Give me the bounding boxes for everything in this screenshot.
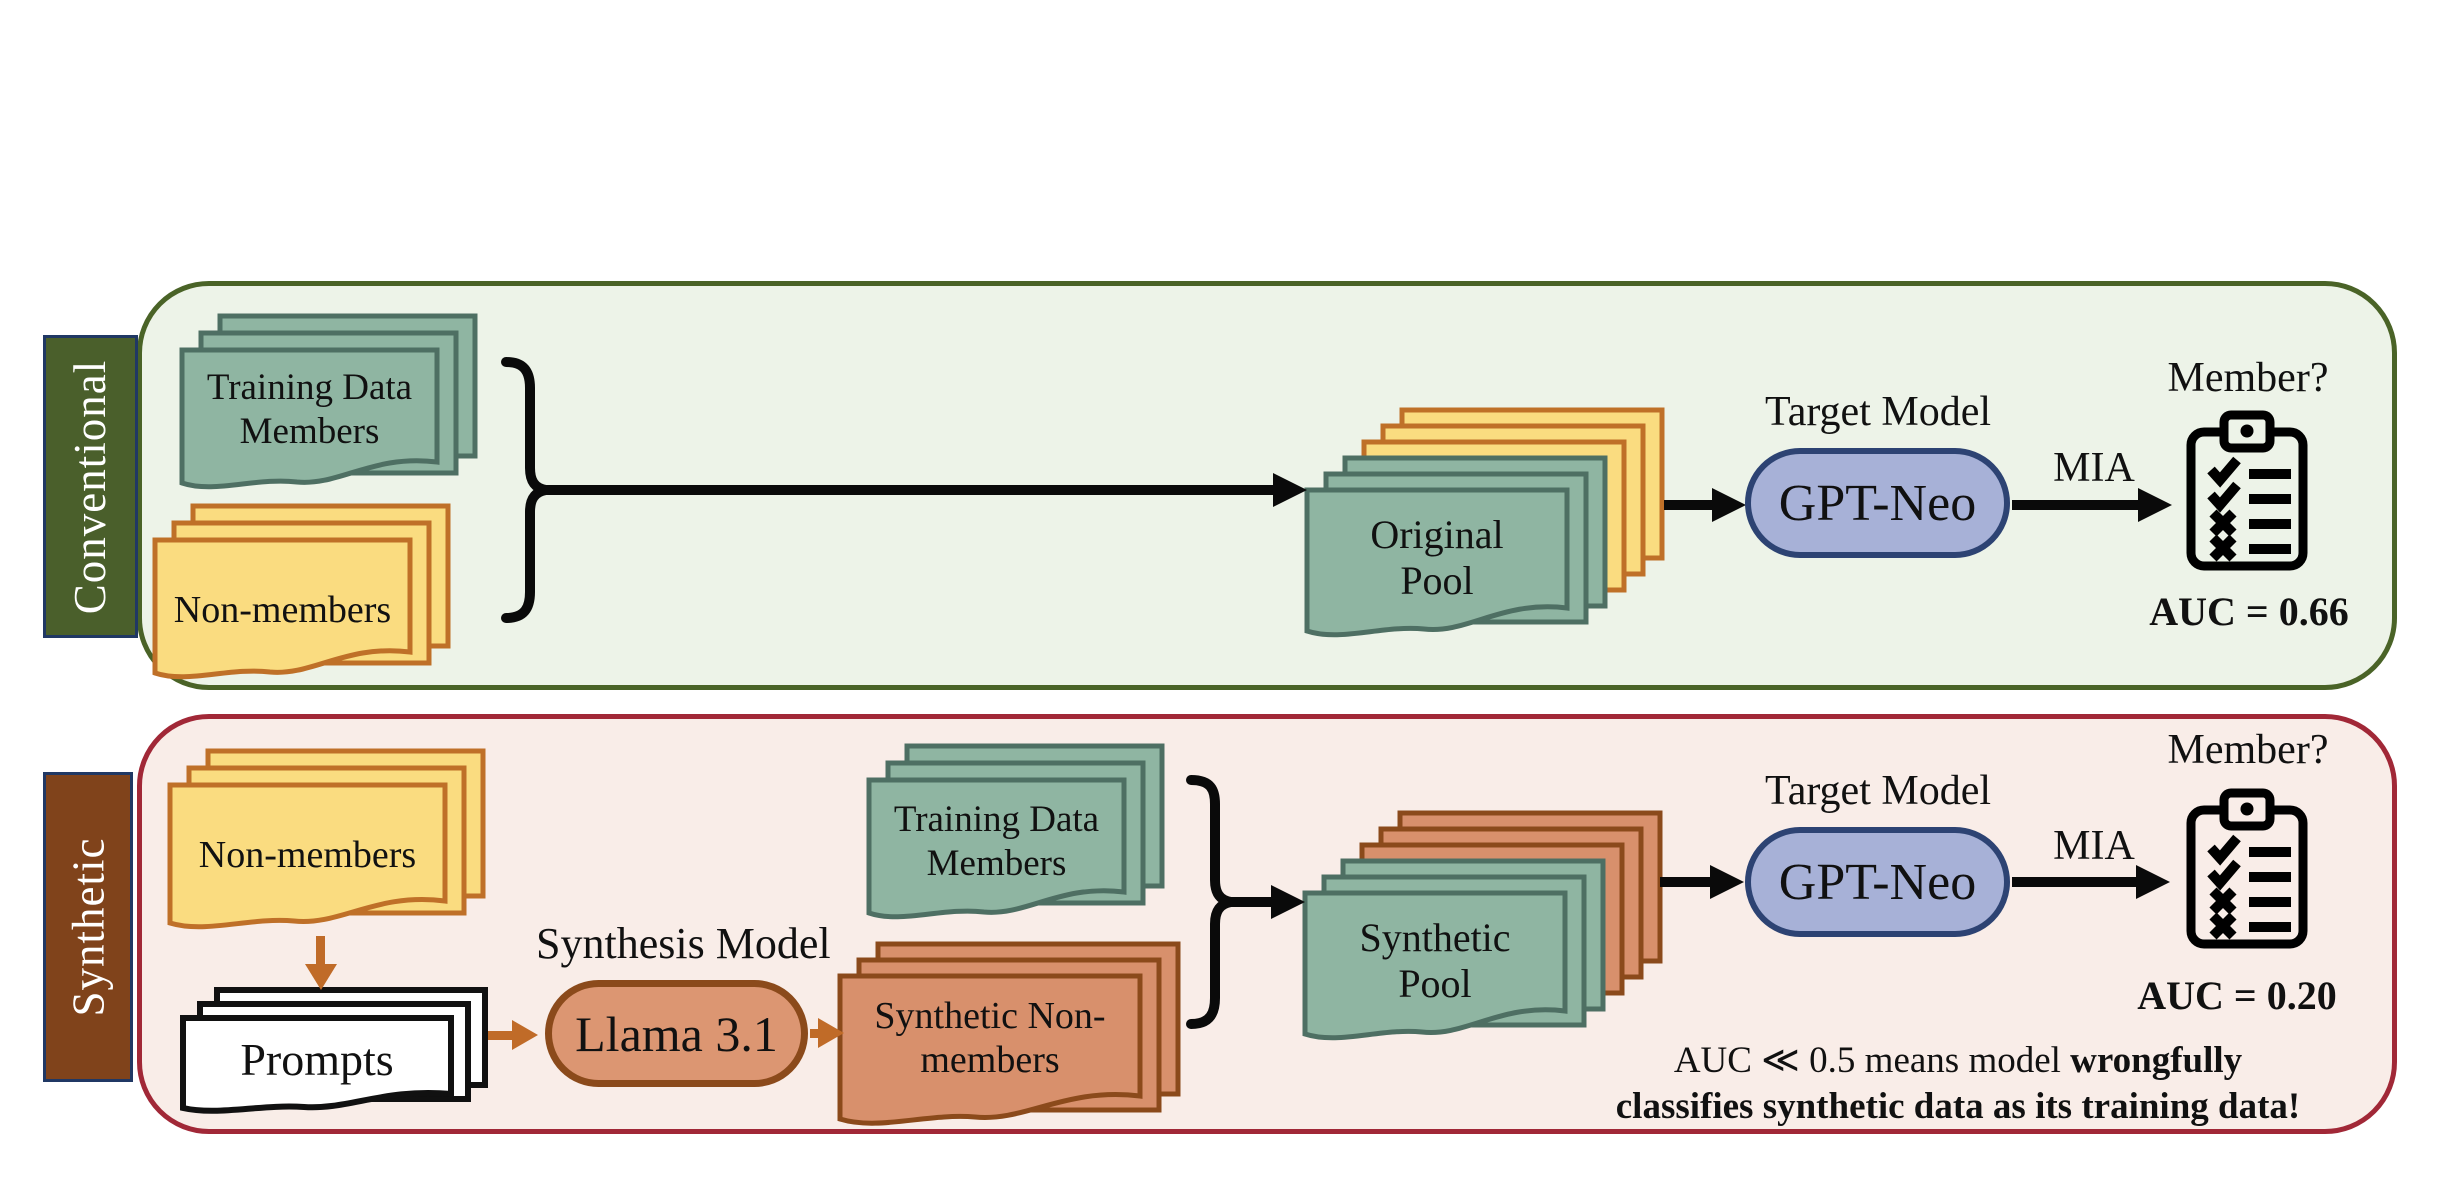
training-members-stack-icon [866, 743, 1165, 920]
model-input-arrowhead-icon [1712, 488, 1746, 522]
gpt-neo-pill: GPT-Neo [1745, 827, 2010, 937]
conventional-row-label-text: Conventional [65, 359, 116, 614]
mia-label: MIA [2053, 823, 2135, 869]
synthetic-nonmembers-label: Synthetic Non- members [874, 995, 1106, 1081]
synthetic-nonmembers-stack-icon [837, 941, 1181, 1126]
synthesis-model-caption: Synthesis Model [536, 919, 831, 968]
mia-arrow [2012, 877, 2138, 887]
prompts-arrowhead-icon [305, 964, 337, 990]
synthetic-panel [137, 714, 2397, 1134]
training-members-label: Training Data Members [206, 367, 413, 452]
prompts-stack-icon [180, 987, 488, 1114]
mia-arrowhead-icon [2136, 865, 2170, 899]
target-model-caption: Target Model [1764, 768, 1992, 814]
checklist-clipboard-icon [2186, 410, 2308, 571]
original-pool-stack-icon [1304, 407, 1665, 638]
nonmembers-label: Non-members [173, 589, 392, 631]
auc-value: AUC = 0.20 [2137, 973, 2337, 1018]
checklist-clipboard-icon [2186, 788, 2308, 949]
synthetic-output-arrowhead-icon [818, 1018, 844, 1048]
member-question-label: Member? [2167, 727, 2329, 773]
pool-flow-arrowhead-icon [1271, 885, 1305, 919]
pool-flow-arrow [546, 485, 1277, 495]
conventional-row-label: Conventional [43, 335, 138, 638]
pool-flow-arrow [1229, 897, 1273, 907]
training-members-stack-icon [179, 313, 478, 490]
llama-pill: Llama 3.1 [545, 980, 808, 1087]
nonmembers-label: Non-members [198, 834, 417, 876]
member-question-label: Member? [2167, 355, 2329, 401]
pool-flow-arrowhead-icon [1273, 473, 1307, 507]
auc-value: AUC = 0.66 [2149, 589, 2349, 634]
synthesis-arrow [488, 1031, 514, 1040]
warning-line1-bold: wrongfully [2070, 1040, 2243, 1081]
prompts-label: Prompts [240, 1034, 394, 1085]
mia-arrowhead-icon [2138, 488, 2172, 522]
synthetic-row-label: Synthetic [43, 772, 133, 1082]
prompts-arrow [316, 936, 325, 964]
mia-arrow [2012, 500, 2140, 510]
warning-line2-bold: classifies synthetic data as its trainin… [1615, 1086, 2301, 1127]
synthetic-pool-stack-icon [1302, 810, 1663, 1041]
training-members-label: Training Data Members [893, 799, 1100, 884]
mia-label: MIA [2053, 445, 2135, 491]
model-input-arrow [1660, 877, 1712, 887]
synthetic-output-arrow [810, 1029, 820, 1038]
warning-line1-normal: AUC ≪ 0.5 means model [1673, 1040, 2071, 1081]
model-input-arrowhead-icon [1710, 865, 1744, 899]
synthesis-arrowhead-icon [512, 1020, 538, 1050]
synthetic-pool-label: Synthetic Pool [1359, 915, 1511, 1006]
original-pool-label: Original Pool [1370, 512, 1504, 603]
gpt-neo-pill: GPT-Neo [1745, 448, 2010, 558]
target-model-caption: Target Model [1764, 389, 1992, 435]
auc-warning-text: AUC ≪ 0.5 means model wrongfully classif… [1558, 1038, 2358, 1130]
nonmembers-stack-icon [167, 748, 486, 930]
synthetic-row-label-text: Synthetic [63, 837, 114, 1017]
nonmembers-stack-icon [152, 503, 451, 680]
model-input-arrow [1664, 500, 1714, 510]
